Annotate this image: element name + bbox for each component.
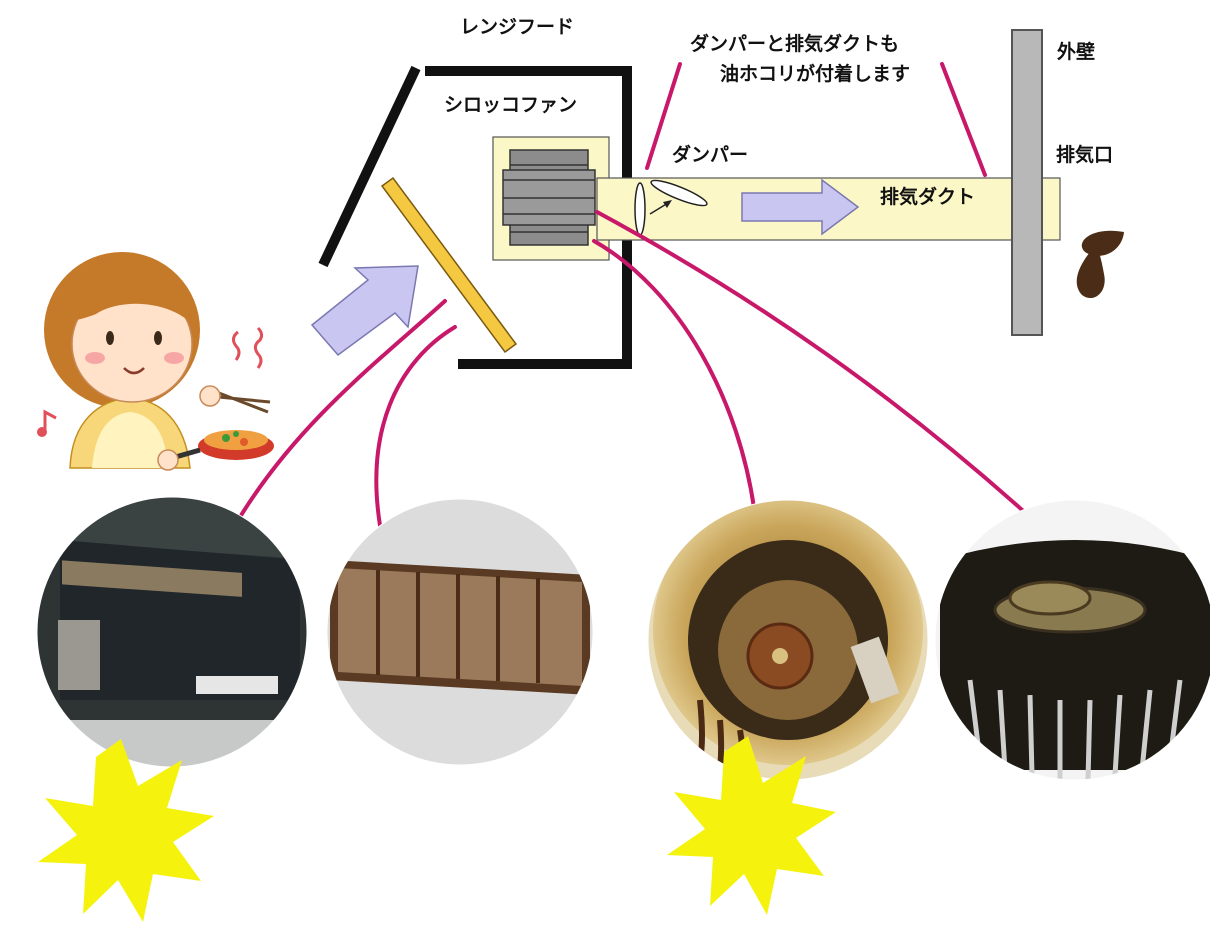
- cook-illustration: [37, 252, 274, 471]
- range-hood-photo: [37, 497, 307, 767]
- starburst-icon-left: [38, 739, 214, 922]
- callout-line-1: ダンパーと排気ダクトも: [690, 32, 899, 55]
- damper: [634, 179, 708, 236]
- outer-wall: [1011, 29, 1043, 336]
- callout-connector-lines: [238, 62, 1032, 544]
- steam-icon: [231, 326, 264, 369]
- label-exhaust-port: 排気口: [1056, 143, 1113, 166]
- airflow-arrow-duct: [741, 178, 860, 236]
- starburst-icon-right: [667, 736, 836, 915]
- label-sirocco-fan: シロッコファン: [444, 94, 577, 116]
- oil-drops-icon: [1076, 230, 1124, 299]
- sirocco-fan-blades-photo: [935, 500, 1210, 780]
- callout-line-2: 油ホコリが付着します: [720, 62, 910, 85]
- label-range-hood: レンジフード: [460, 16, 574, 38]
- music-note-icon: [37, 409, 57, 437]
- grease-filter: [380, 176, 518, 354]
- sirocco-fan-casing-photo: [648, 500, 928, 780]
- airflow-arrow-in: [310, 265, 419, 357]
- label-exhaust-duct: 排気ダクト: [880, 185, 975, 208]
- label-damper: ダンパー: [672, 143, 748, 166]
- grease-filter-photo: [327, 499, 593, 765]
- label-outer-wall: 外壁: [1057, 40, 1095, 63]
- sirocco-fan: [502, 149, 596, 246]
